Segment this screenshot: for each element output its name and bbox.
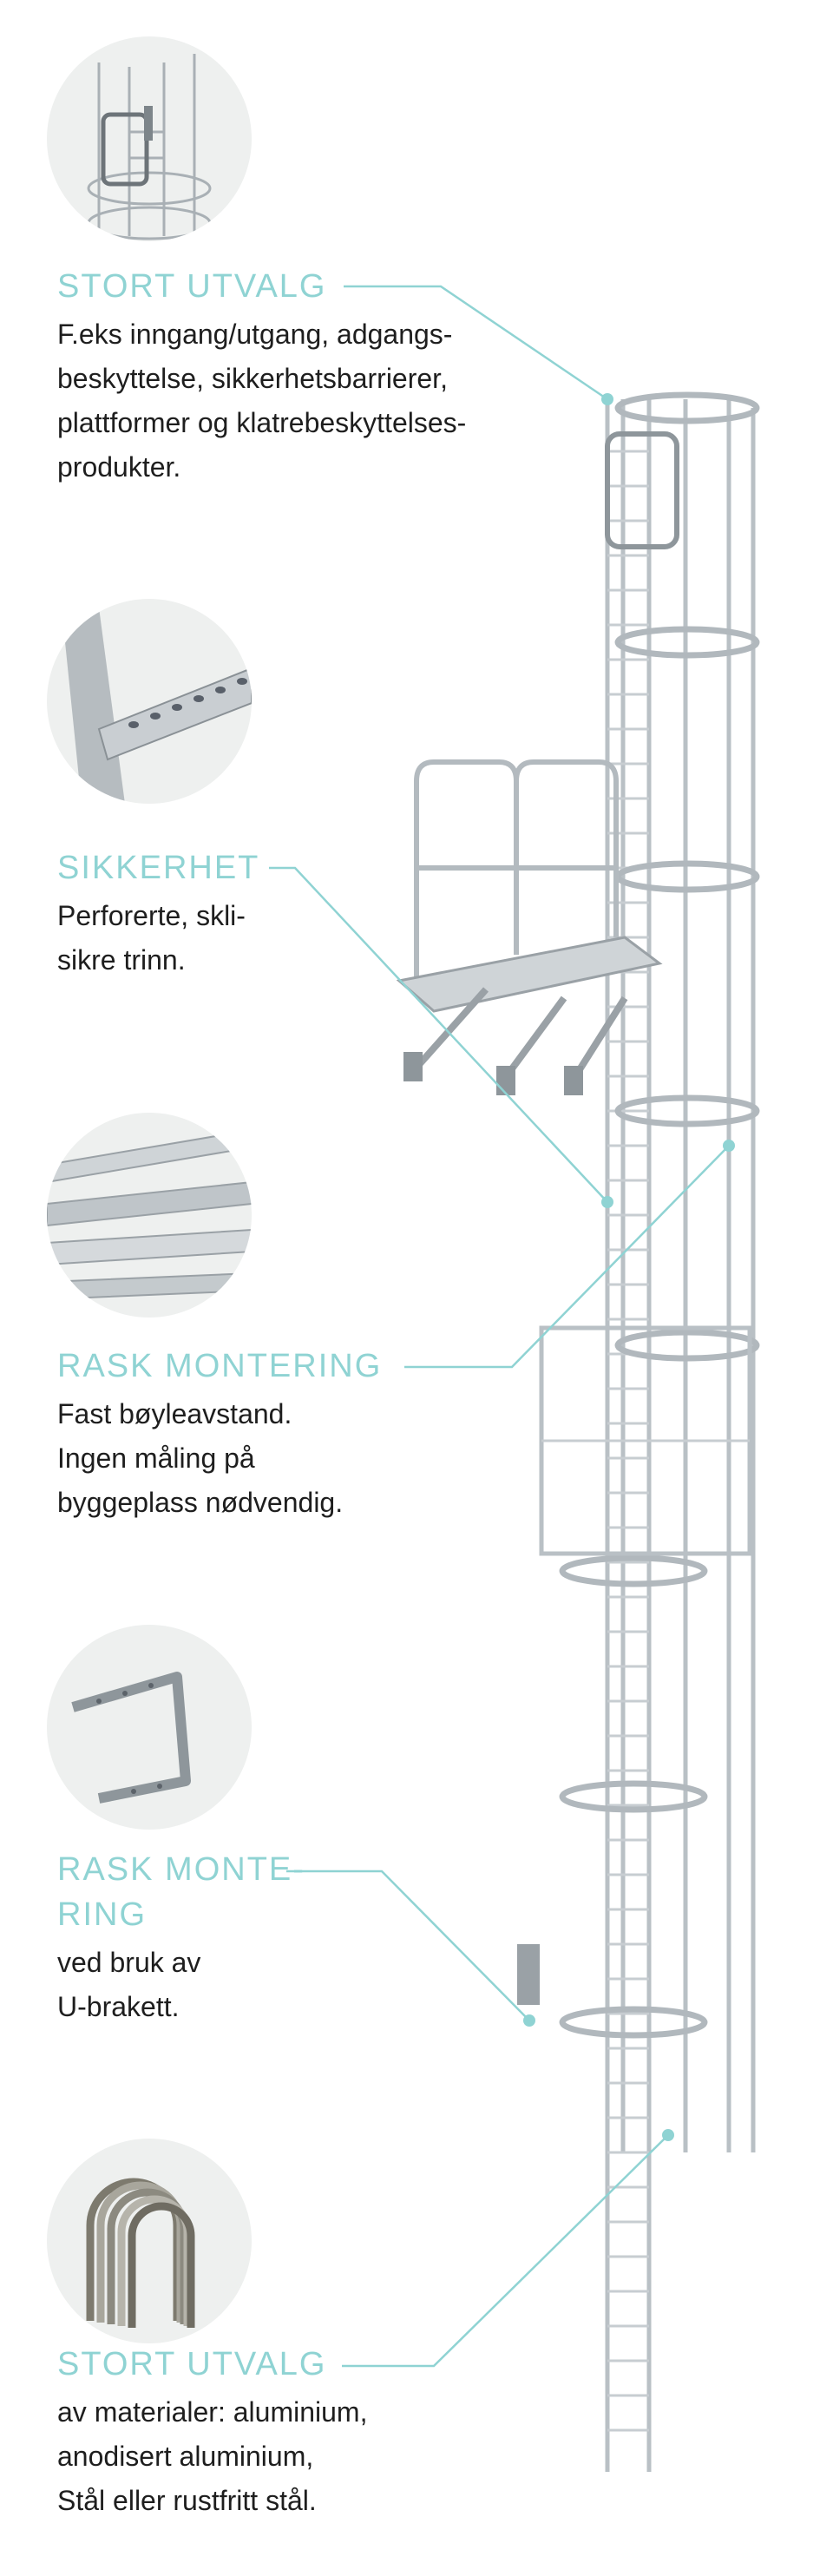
thumb-cage-hoops xyxy=(47,2139,252,2343)
title-line: RING xyxy=(57,1896,147,1933)
description-line: Perforerte, skli- xyxy=(57,900,246,931)
description-line: ved bruk av xyxy=(57,1947,201,1978)
thumb-mounting-rails xyxy=(47,1113,252,1318)
feature-title: RASK MONTERING xyxy=(57,1348,383,1384)
description-line: plattformer og klatrebeskyttelses- xyxy=(57,407,467,438)
feature-stort-utvalg-1: STORT UTVALG F.eks inngang/utgang, adgan… xyxy=(57,264,543,490)
feature-title: STORT UTVALG xyxy=(57,2346,327,2382)
description-line: F.eks inngang/utgang, adgangs- xyxy=(57,319,453,350)
cage-hoops-icon xyxy=(86,2178,195,2328)
feature-title: SIKKERHET xyxy=(57,850,260,886)
description-line: U-brakett. xyxy=(57,1991,180,2022)
feature-title: STORT UTVALG xyxy=(57,268,327,305)
description-line: byggeplass nødvendig. xyxy=(57,1487,344,1518)
feature-rask-montering-u-brakett: RASK MONTE- RING ved bruk av U-brakett. xyxy=(57,1847,543,2029)
thumb-u-bracket xyxy=(47,1625,252,1830)
title-line: RASK MONTE- xyxy=(57,1851,305,1888)
description-line: Fast bøyleavstand. xyxy=(57,1398,292,1429)
feature-description: Perforerte, skli- sikre trinn. xyxy=(57,894,543,982)
description-line: anodisert aluminium, xyxy=(57,2441,314,2472)
thumb-cage-gate xyxy=(47,36,252,241)
feature-stort-utvalg-materialer: STORT UTVALG av materialer: aluminium, a… xyxy=(57,2342,543,2523)
perforated-rung-icon xyxy=(64,608,252,804)
thumb-perforated-rung xyxy=(47,599,252,804)
leader-lines xyxy=(269,285,735,2368)
feature-description: F.eks inngang/utgang, adgangs- beskyttel… xyxy=(57,312,543,490)
description-line: Stål eller rustfritt stål. xyxy=(57,2485,317,2516)
feature-title: RASK MONTE- RING xyxy=(57,1847,543,1937)
u-bracket-icon xyxy=(71,1672,191,1804)
feature-description: av materialer: aluminium, anodisert alum… xyxy=(57,2390,543,2523)
description-line: Ingen måling på xyxy=(57,1442,255,1474)
ladder-cage-gate-icon xyxy=(87,54,212,240)
description-line: sikre trinn. xyxy=(57,944,186,976)
description-line: beskyttelse, sikkerhetsbarrierer, xyxy=(57,363,448,394)
feature-sikkerhet: SIKKERHET Perforerte, skli- sikre trinn. xyxy=(57,845,543,982)
description-line: av materialer: aluminium, xyxy=(57,2396,368,2428)
feature-description: Fast bøyleavstand. Ingen måling på bygge… xyxy=(57,1392,543,1525)
feature-description: ved bruk av U-brakett. xyxy=(57,1941,543,2029)
feature-rask-montering: RASK MONTERING Fast bøyleavstand. Ingen … xyxy=(57,1344,543,1525)
mounting-rails-icon xyxy=(47,1128,252,1301)
description-line: produkter. xyxy=(57,451,181,483)
